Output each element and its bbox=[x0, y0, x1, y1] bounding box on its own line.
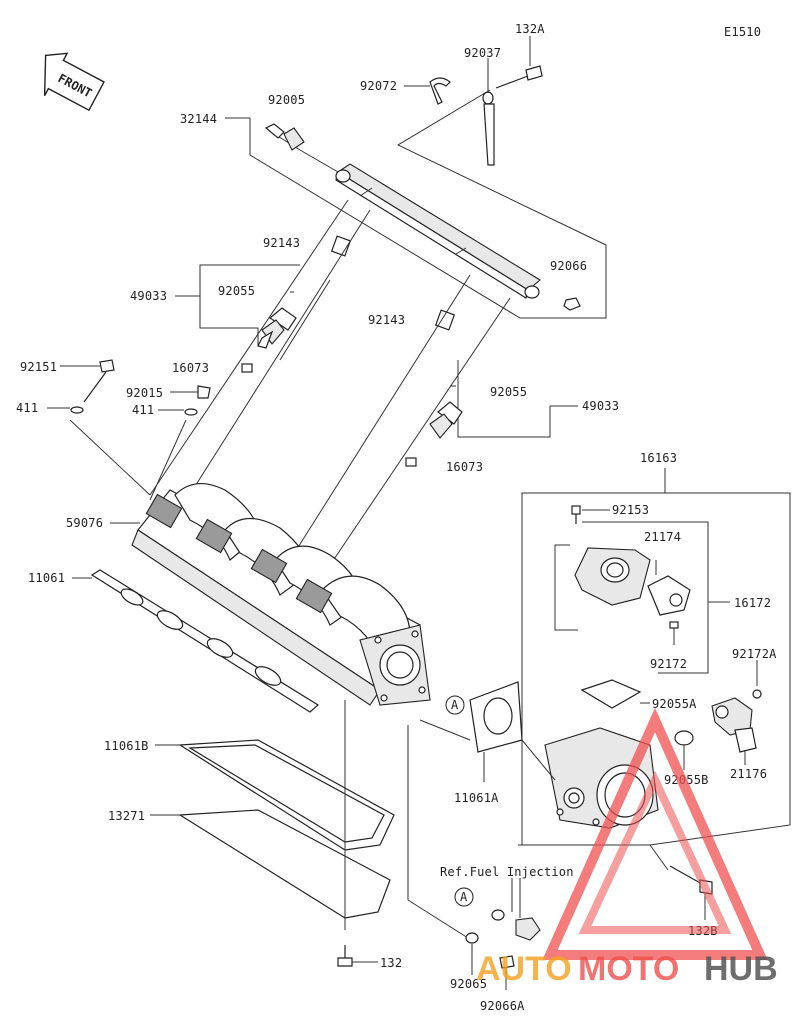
label-16073-b: 16073 bbox=[446, 460, 483, 474]
callout-a-label: A bbox=[451, 698, 459, 712]
ref-fuel-injection-note: Ref.Fuel Injection bbox=[440, 865, 574, 879]
label-16073-a: 16073 bbox=[172, 361, 209, 375]
label-92066: 92066 bbox=[550, 259, 587, 273]
gasket-92055A bbox=[580, 679, 642, 709]
washer-411-left bbox=[70, 406, 84, 414]
label-16163: 16163 bbox=[640, 451, 677, 465]
collar-92143-lower bbox=[434, 309, 456, 331]
label-92143-b: 92143 bbox=[368, 313, 405, 327]
label-21176: 21176 bbox=[730, 767, 767, 781]
valve-21174 bbox=[647, 560, 691, 616]
fuel-rail bbox=[335, 163, 541, 299]
label-49033-b: 49033 bbox=[582, 399, 619, 413]
label-92055-b: 92055 bbox=[490, 385, 527, 399]
screw-92172 bbox=[669, 621, 679, 645]
rail-group-box bbox=[249, 89, 607, 319]
label-411-a: 411 bbox=[16, 401, 38, 415]
label-13271: 13271 bbox=[108, 809, 145, 823]
collar-92143-upper bbox=[330, 235, 352, 257]
seal-16073-lower bbox=[405, 457, 417, 467]
watermark-moto: MOTO bbox=[578, 950, 679, 988]
label-92055-a: 92055 bbox=[218, 284, 255, 298]
screw-92153 bbox=[571, 505, 610, 524]
ref-fuel-injection: A bbox=[454, 878, 541, 990]
label-92065: 92065 bbox=[450, 977, 487, 991]
front-arrow-icon: FRONT bbox=[43, 52, 105, 112]
plate-13271 bbox=[150, 809, 391, 919]
label-11061: 11061 bbox=[28, 571, 65, 585]
seal-16073-upper bbox=[241, 363, 253, 373]
diagram-code: E1510 bbox=[724, 25, 761, 39]
oring-92055B bbox=[674, 730, 694, 746]
label-59076: 59076 bbox=[66, 516, 103, 530]
watermark-hub: HUB bbox=[704, 950, 778, 988]
label-92066A: 92066A bbox=[480, 999, 525, 1013]
callout-a-manifold: A bbox=[445, 695, 465, 715]
label-92055A: 92055A bbox=[652, 697, 697, 711]
label-92143-a: 92143 bbox=[263, 236, 300, 250]
intake-manifold bbox=[131, 483, 431, 706]
label-16172: 16172 bbox=[734, 596, 771, 610]
gasket-11061A bbox=[469, 681, 556, 782]
label-92072: 92072 bbox=[360, 79, 397, 93]
label-92172A: 92172A bbox=[732, 647, 777, 661]
label-11061B: 11061B bbox=[104, 739, 149, 753]
bolt-132 bbox=[337, 945, 378, 967]
label-411-b: 411 bbox=[132, 403, 154, 417]
callout-a-ref-label: A bbox=[460, 890, 468, 904]
label-132: 132 bbox=[380, 956, 402, 970]
clamp-92072 bbox=[404, 77, 451, 105]
bolt-92015 bbox=[170, 385, 211, 399]
strap-92037 bbox=[482, 58, 495, 166]
nut-92066 bbox=[563, 297, 581, 311]
injector-49033-lower bbox=[429, 385, 463, 439]
gasket-11061B bbox=[155, 739, 395, 851]
label-92037: 92037 bbox=[464, 46, 501, 60]
gasket-11061 bbox=[90, 569, 320, 713]
watermark-logo: AUTO MOTO HUB bbox=[476, 707, 778, 988]
watermark-auto: AUTO bbox=[476, 950, 572, 988]
alignment-lines bbox=[149, 199, 511, 581]
label-92153: 92153 bbox=[612, 503, 649, 517]
label-49033-a: 49033 bbox=[130, 289, 167, 303]
watermark-triangle-icon bbox=[542, 707, 768, 960]
label-92172: 92172 bbox=[650, 657, 687, 671]
injector-49033-upper bbox=[257, 291, 297, 349]
washer-411-right bbox=[184, 408, 198, 416]
label-21174: 21174 bbox=[644, 530, 681, 544]
label-92005: 92005 bbox=[268, 93, 305, 107]
label-92015: 92015 bbox=[126, 386, 163, 400]
label-132A: 132A bbox=[515, 22, 545, 36]
bolt-92151 bbox=[60, 359, 115, 403]
bolt-132A bbox=[495, 36, 543, 89]
label-92151: 92151 bbox=[20, 360, 57, 374]
sensor-21176 bbox=[711, 660, 762, 765]
label-32144: 32144 bbox=[180, 112, 217, 126]
sensor-housing bbox=[574, 547, 651, 606]
fitting-92005 bbox=[264, 123, 339, 173]
label-11061A: 11061A bbox=[454, 791, 499, 805]
